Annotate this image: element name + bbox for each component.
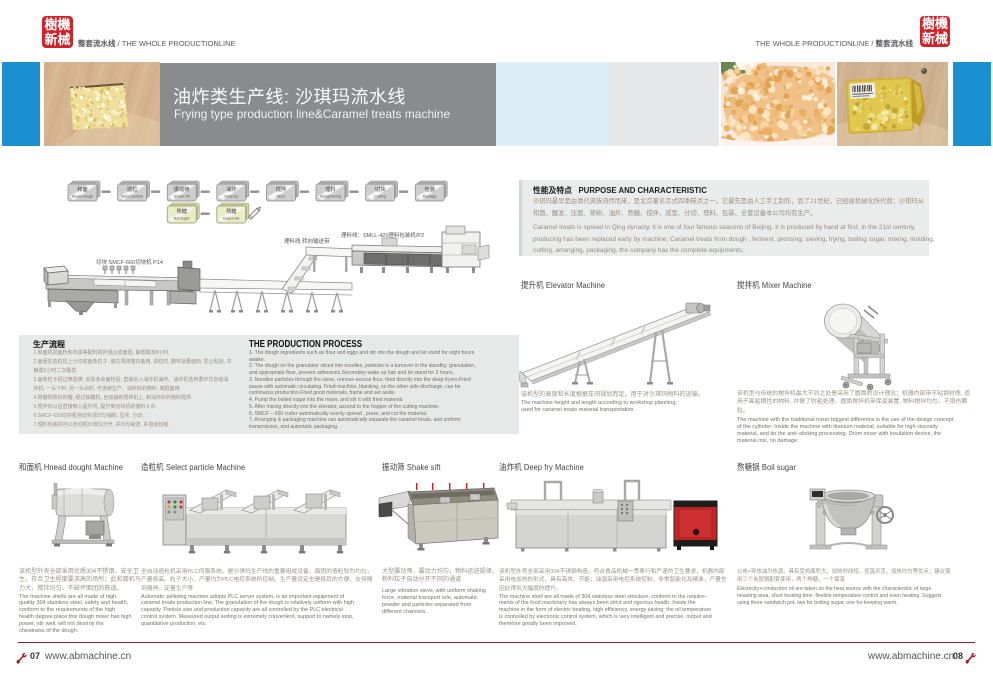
svg-text:Hnead dough: Hnead dough — [72, 195, 94, 199]
svg-text:切块: 切块 — [375, 185, 386, 193]
svg-text:理料: 理料 — [325, 185, 335, 193]
svg-text:振动筛: 振动筛 — [174, 185, 190, 193]
svg-text:Select particle: Select particle — [121, 195, 144, 199]
svg-text:Cutting: Cutting — [374, 195, 385, 199]
svg-text:包装: 包装 — [425, 185, 435, 193]
svg-text:熬糖: 熬糖 — [226, 207, 236, 215]
svg-text:Deep fry: Deep fry — [225, 195, 239, 199]
svg-text:Straightening: Straightening — [320, 195, 341, 199]
svg-text:Mixer: Mixer — [277, 195, 287, 199]
svg-text:造粒: 造粒 — [127, 185, 137, 193]
svg-text:油炸: 油炸 — [226, 185, 236, 193]
svg-text:Boil sugar: Boil sugar — [174, 217, 191, 221]
svg-text:熬糖: 熬糖 — [177, 207, 187, 215]
svg-text:Package: Package — [423, 195, 437, 199]
svg-text:搅拌: 搅拌 — [276, 185, 286, 193]
svg-text:Evaporate: Evaporate — [223, 217, 239, 221]
svg-text:和面: 和面 — [77, 185, 87, 193]
svg-text:Shake sift: Shake sift — [174, 195, 190, 199]
